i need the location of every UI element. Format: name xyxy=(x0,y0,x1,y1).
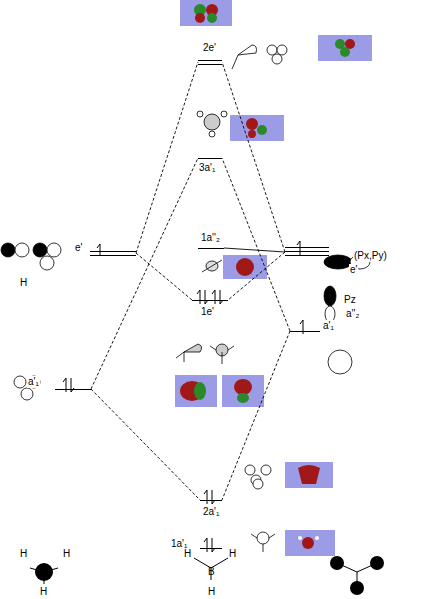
energy-level: 2a'₁ xyxy=(200,496,222,504)
level-label: 2a'₁ xyxy=(202,506,220,518)
level-label: 3a'₁ xyxy=(198,162,216,174)
level-line xyxy=(290,331,320,332)
energy-level: (Px,Py)e'Pza''₂ xyxy=(285,246,329,258)
energy-level: e' xyxy=(90,250,136,256)
level-label: (Px,Py) xyxy=(353,250,388,262)
energy-level: 1a'₁ xyxy=(200,544,222,552)
level-line xyxy=(285,251,329,252)
correlation-line xyxy=(224,248,285,252)
atom-label: H xyxy=(63,548,70,559)
level-line xyxy=(90,251,136,252)
atom-label: H xyxy=(20,277,27,288)
level-line xyxy=(198,64,222,65)
level-label: a'₁ xyxy=(322,320,335,332)
level-line xyxy=(192,300,228,301)
energy-level: 1a''₂ xyxy=(198,246,224,250)
level-label: a''₂ xyxy=(345,308,360,320)
correlation-line xyxy=(222,62,285,252)
correlation-line xyxy=(222,331,290,500)
correlation-line xyxy=(228,252,285,300)
energy-level: 3a'₁ xyxy=(198,156,222,160)
level-line xyxy=(198,60,222,61)
level-line xyxy=(200,548,222,549)
level-line xyxy=(285,255,329,256)
correlation-line xyxy=(91,389,200,500)
energy-level: 2e' xyxy=(198,58,222,66)
level-line xyxy=(198,158,222,159)
atom-label: H xyxy=(229,548,236,559)
level-label: 1a''₂ xyxy=(200,232,221,244)
level-label: a'₁ xyxy=(27,376,40,388)
level-line xyxy=(285,247,329,248)
atom-label: B xyxy=(208,566,215,577)
level-label: e' xyxy=(74,242,83,254)
atom-label: H xyxy=(184,548,191,559)
level-line xyxy=(90,255,136,256)
correlation-line xyxy=(91,158,198,389)
energy-level: a'₁ xyxy=(55,386,91,392)
level-line xyxy=(55,389,91,390)
level-line xyxy=(198,248,224,249)
correlation-line xyxy=(136,253,192,300)
level-label: e' xyxy=(349,264,358,276)
level-line xyxy=(200,500,222,501)
level-label: 2e' xyxy=(202,42,217,54)
energy-level: 1e' xyxy=(192,296,228,304)
atom-label: H xyxy=(208,586,215,597)
correlation-line xyxy=(222,158,290,331)
level-label: 1e' xyxy=(200,306,215,318)
level-label: Pz xyxy=(343,294,357,306)
atom-label: H xyxy=(20,548,27,559)
energy-level: a'₁ xyxy=(290,328,320,334)
atom-label: H xyxy=(40,586,47,597)
